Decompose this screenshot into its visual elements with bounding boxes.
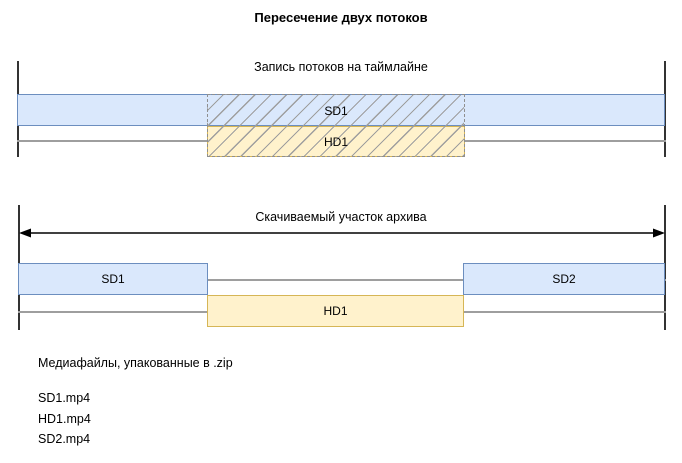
file-item-hd1: HD1.mp4 [38, 412, 91, 426]
download-sd2-segment-bar: SD2 [463, 263, 665, 295]
download-timeline-caption: Скачиваемый участок архива [255, 210, 427, 224]
recording-sd1-label: SD1 [324, 104, 348, 118]
page-title: Пересечение двух потоков [254, 10, 428, 25]
recording-timeline-caption: Запись потоков на таймлайне [254, 60, 428, 74]
file-item-sd1: SD1.mp4 [38, 391, 91, 405]
recording-timeline-end-tick [664, 61, 666, 157]
files-caption: Медиафайлы, упакованные в .zip [38, 356, 233, 370]
file-item-sd2: SD2.mp4 [38, 432, 91, 446]
download-hd1-label: HD1 [323, 304, 348, 318]
streams-overlap-hatch: SD1 HD1 [207, 94, 465, 157]
download-timeline-end-tick [664, 205, 666, 330]
download-sd1-label: SD1 [101, 272, 125, 286]
recording-hd1-label: HD1 [323, 134, 348, 149]
download-sd2-label: SD2 [552, 272, 576, 286]
download-hd1-segment-bar: HD1 [207, 295, 464, 327]
download-sd1-segment-bar: SD1 [18, 263, 208, 295]
download-sd-track-line [18, 279, 666, 281]
download-range-arrow [19, 228, 665, 238]
